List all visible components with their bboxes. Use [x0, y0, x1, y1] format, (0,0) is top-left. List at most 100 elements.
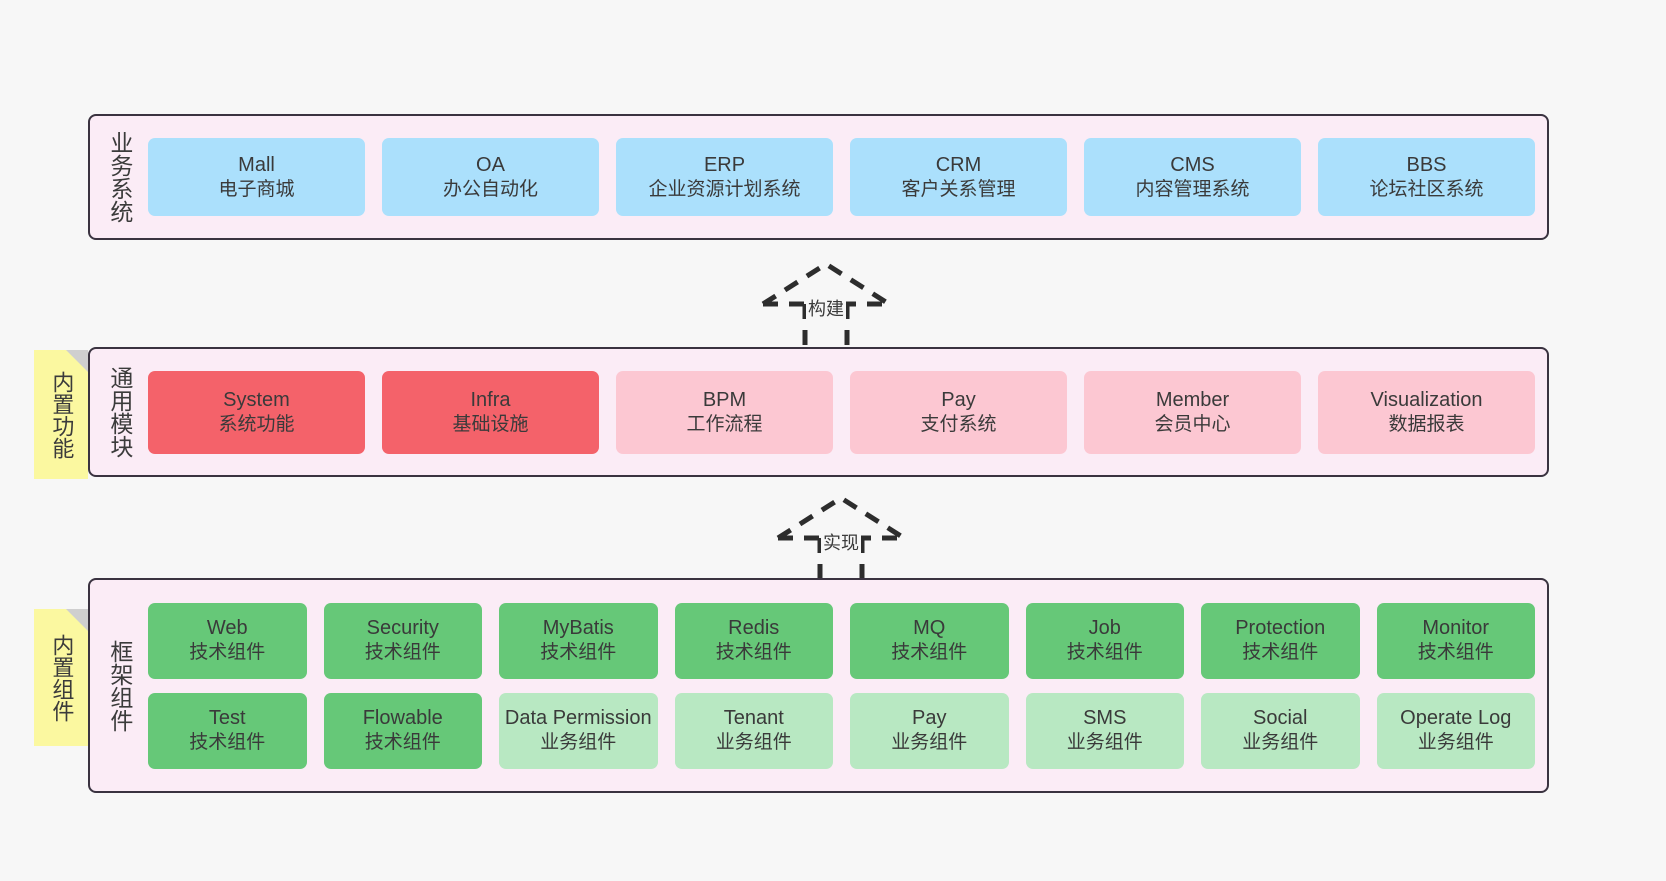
node-subtitle: 业务组件	[540, 732, 617, 754]
node-flowable[interactable]: Flowable 技术组件	[323, 692, 482, 769]
node-sms[interactable]: SMS 业务组件	[1025, 692, 1184, 769]
node-bpm[interactable]: BPM 工作流程	[616, 370, 833, 454]
node-title: Tenant	[723, 707, 784, 730]
node-title: Member	[1155, 388, 1230, 411]
connector-label-implement: 实现	[821, 529, 861, 555]
node-subtitle: 支付系统	[920, 413, 997, 435]
node-subtitle: 技术组件	[189, 642, 266, 664]
node-title: Pay	[912, 707, 947, 730]
node-subtitle: 论坛社区系统	[1369, 178, 1484, 200]
connector-build: 构建	[755, 258, 905, 348]
layer-common-module[interactable]: 通用模块 System 系统功能 Infra 基础设施 BPM 工作流程 Pay…	[88, 347, 1549, 477]
node-job[interactable]: Job 技术组件	[1025, 602, 1184, 679]
node-data-permission[interactable]: Data Permission 业务组件	[499, 692, 658, 769]
node-subtitle: 办公自动化	[442, 178, 538, 200]
node-subtitle: 企业资源计划系统	[648, 178, 801, 200]
node-visualization[interactable]: Visualization 数据报表	[1318, 370, 1535, 454]
node-web[interactable]: Web 技术组件	[148, 602, 307, 679]
node-title: Infra	[470, 388, 511, 411]
node-row: Test 技术组件 Flowable 技术组件 Data Permission …	[148, 692, 1535, 769]
connector-label-build: 构建	[806, 295, 846, 321]
node-pay-component[interactable]: Pay 业务组件	[850, 692, 1009, 769]
node-system[interactable]: System 系统功能	[148, 370, 365, 454]
node-title: CRM	[935, 153, 982, 176]
node-protection[interactable]: Protection 技术组件	[1201, 602, 1360, 679]
note-builtin-function: 内置功能	[34, 350, 88, 479]
node-title: Data Permission	[504, 707, 652, 730]
node-infra[interactable]: Infra 基础设施	[382, 370, 599, 454]
layer-business-system[interactable]: 业务系统 Mall 电子商城 OA 办公自动化 ERP 企业资源计划系统 CRM…	[88, 114, 1549, 240]
node-title: Mall	[238, 153, 275, 176]
node-subtitle: 技术组件	[1242, 642, 1319, 664]
node-subtitle: 技术组件	[715, 642, 792, 664]
node-subtitle: 业务组件	[891, 732, 968, 754]
node-title: BPM	[702, 388, 747, 411]
node-title: CMS	[1170, 153, 1215, 176]
node-subtitle: 系统功能	[218, 413, 295, 435]
node-title: Redis	[728, 617, 780, 640]
node-title: MyBatis	[542, 617, 614, 640]
node-security[interactable]: Security 技术组件	[323, 602, 482, 679]
node-subtitle: 业务组件	[1066, 732, 1143, 754]
note-fold-icon	[66, 350, 88, 372]
node-title: Operate Log	[1400, 707, 1512, 730]
node-cms[interactable]: CMS 内容管理系统	[1084, 138, 1301, 216]
node-title: Pay	[941, 388, 976, 411]
node-mybatis[interactable]: MyBatis 技术组件	[499, 602, 658, 679]
node-title: ERP	[703, 153, 746, 176]
node-crm[interactable]: CRM 客户关系管理	[850, 138, 1067, 216]
node-subtitle: 技术组件	[364, 732, 441, 754]
node-subtitle: 客户关系管理	[901, 178, 1016, 200]
node-tenant[interactable]: Tenant 业务组件	[674, 692, 833, 769]
node-title: Flowable	[362, 707, 443, 730]
node-title: Protection	[1235, 617, 1326, 640]
note-text: 内置功能	[49, 370, 75, 459]
node-subtitle: 业务组件	[1242, 732, 1319, 754]
node-redis[interactable]: Redis 技术组件	[674, 602, 833, 679]
node-subtitle: 业务组件	[1417, 732, 1494, 754]
layer-body-framework-component: Web 技术组件 Security 技术组件 MyBatis 技术组件 Redi…	[136, 590, 1535, 781]
node-title: Security	[366, 617, 439, 640]
connector-implement: 实现	[770, 492, 920, 580]
note-text: 内置组件	[49, 633, 75, 722]
layer-title-framework-component: 框架组件	[106, 639, 133, 732]
node-title: MQ	[913, 617, 946, 640]
node-member[interactable]: Member 会员中心	[1084, 370, 1301, 454]
node-row: System 系统功能 Infra 基础设施 BPM 工作流程 Pay 支付系统…	[148, 370, 1535, 454]
node-monitor[interactable]: Monitor 技术组件	[1376, 602, 1535, 679]
node-subtitle: 技术组件	[891, 642, 968, 664]
node-subtitle: 技术组件	[189, 732, 266, 754]
node-title: Test	[208, 707, 246, 730]
node-subtitle: 电子商城	[218, 178, 295, 200]
node-subtitle: 工作流程	[686, 413, 763, 435]
node-title: System	[223, 388, 290, 411]
node-row: Web 技术组件 Security 技术组件 MyBatis 技术组件 Redi…	[148, 602, 1535, 679]
layer-title-common-module: 通用模块	[106, 366, 133, 458]
node-test[interactable]: Test 技术组件	[148, 692, 307, 769]
node-erp[interactable]: ERP 企业资源计划系统	[616, 138, 833, 216]
node-title: BBS	[1406, 153, 1447, 176]
layer-framework-component[interactable]: 框架组件 Web 技术组件 Security 技术组件 MyBatis 技术组件…	[88, 578, 1549, 793]
node-subtitle: 技术组件	[1417, 642, 1494, 664]
node-title: Job	[1088, 617, 1121, 640]
node-mq[interactable]: MQ 技术组件	[850, 602, 1009, 679]
node-subtitle: 数据报表	[1388, 413, 1465, 435]
node-subtitle: 内容管理系统	[1135, 178, 1250, 200]
node-title: OA	[476, 153, 505, 176]
node-subtitle: 技术组件	[540, 642, 617, 664]
node-social[interactable]: Social 业务组件	[1201, 692, 1360, 769]
note-builtin-component: 内置组件	[34, 609, 88, 746]
node-bbs[interactable]: BBS 论坛社区系统	[1318, 138, 1535, 216]
node-subtitle: 技术组件	[364, 642, 441, 664]
node-mall[interactable]: Mall 电子商城	[148, 138, 365, 216]
node-title: Social	[1253, 707, 1308, 730]
node-subtitle: 会员中心	[1154, 413, 1231, 435]
node-title: SMS	[1083, 707, 1127, 730]
node-row: Mall 电子商城 OA 办公自动化 ERP 企业资源计划系统 CRM 客户关系…	[148, 138, 1535, 216]
node-oa[interactable]: OA 办公自动化	[382, 138, 599, 216]
node-pay[interactable]: Pay 支付系统	[850, 370, 1067, 454]
node-subtitle: 业务组件	[715, 732, 792, 754]
note-fold-icon	[66, 609, 88, 631]
node-operate-log[interactable]: Operate Log 业务组件	[1376, 692, 1535, 769]
